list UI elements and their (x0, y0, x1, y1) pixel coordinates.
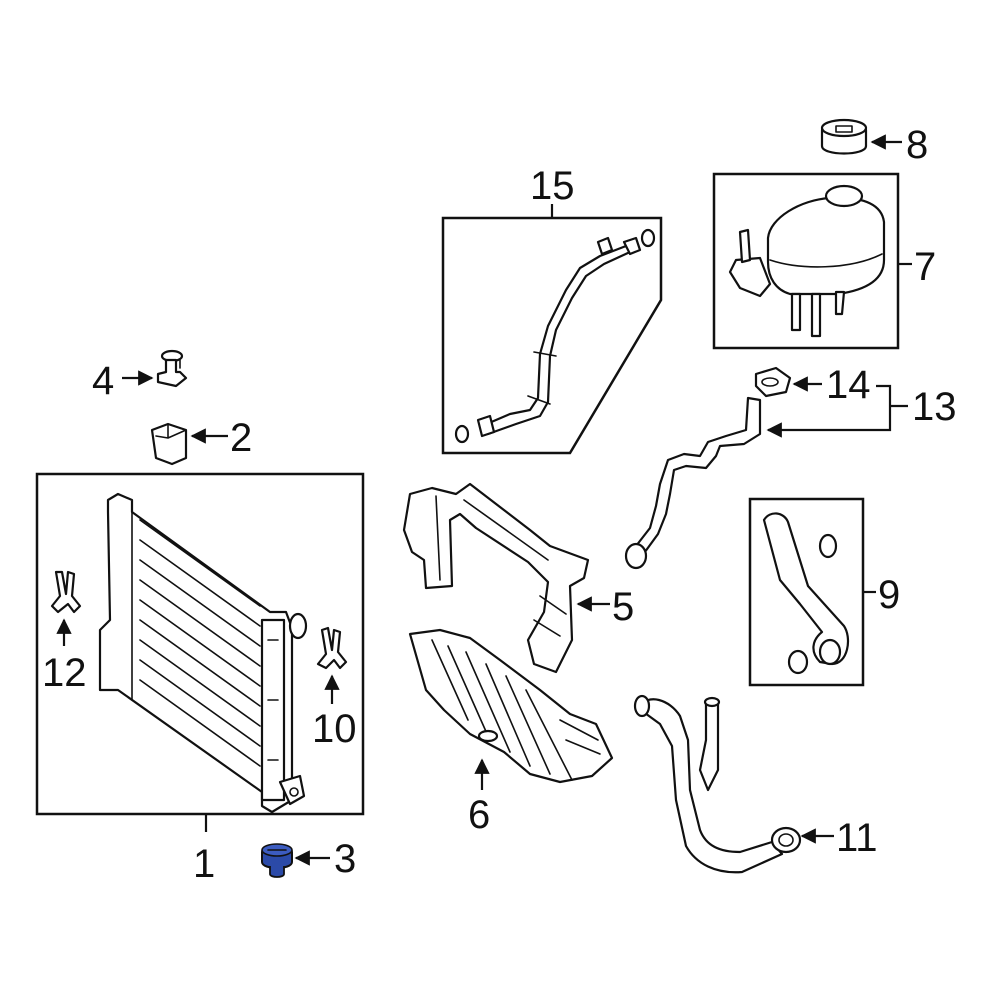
radiator-support-frame-part-5[interactable] (402, 482, 590, 674)
callout-10: 10 (312, 707, 357, 751)
bracket-part-10[interactable] (316, 626, 348, 670)
callout-1: 1 (193, 842, 215, 886)
radiator-group-box (35, 472, 365, 816)
radiator-part[interactable] (98, 492, 308, 814)
callout-3: 3 (334, 837, 356, 881)
pipe-group-box-15 (441, 216, 663, 455)
callout-7: 7 (914, 245, 936, 289)
callout-5: 5 (612, 585, 634, 629)
hose-part-11[interactable] (633, 694, 802, 874)
expansion-tank-part-7[interactable] (728, 184, 886, 338)
callout-8: 8 (906, 123, 928, 167)
reservoir-group-box (712, 172, 900, 350)
callout-15: 15 (530, 164, 575, 208)
callout-9: 9 (878, 573, 900, 617)
coolant-pipe-part-15[interactable] (454, 228, 656, 444)
callout-14: 14 (826, 363, 871, 407)
callout-13: 13 (912, 385, 957, 429)
clip-part-2[interactable] (150, 422, 188, 466)
drain-plug-part-3[interactable] (261, 843, 293, 878)
air-deflector-part-6[interactable] (408, 628, 614, 784)
fastener-part-4[interactable] (156, 349, 188, 388)
callout-6: 6 (468, 793, 490, 837)
hose-part-13[interactable] (624, 396, 762, 570)
hose-part-9[interactable] (762, 512, 850, 675)
callout-12: 12 (42, 651, 87, 695)
tank-cap-part-8[interactable] (820, 118, 868, 155)
callout-4: 4 (92, 359, 114, 403)
callout-2: 2 (230, 416, 252, 460)
clamp-part-14[interactable] (754, 366, 792, 398)
callout-11: 11 (836, 816, 878, 860)
bracket-part-12[interactable] (50, 570, 82, 614)
